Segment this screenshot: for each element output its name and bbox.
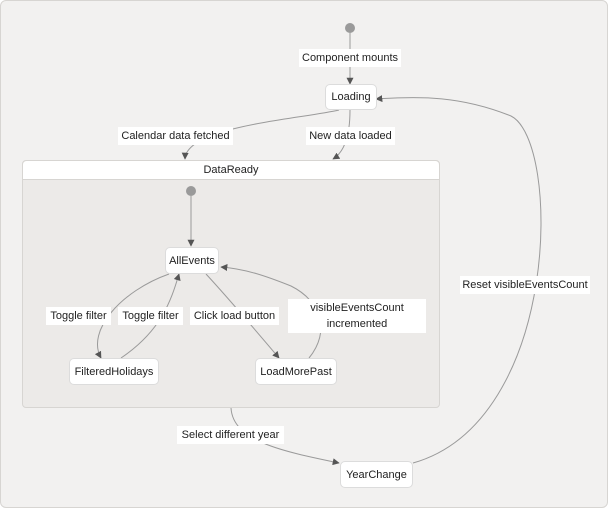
edge-loading-to-dataready — [181, 109, 340, 160]
label-reset-visible-count: Reset visibleEventsCount — [460, 276, 590, 294]
label-click-load-button: Click load button — [190, 307, 279, 325]
state-allevents: AllEvents — [165, 247, 219, 274]
label-calendar-data-fetched: Calendar data fetched — [118, 127, 233, 145]
label-visible-count-incremented: visibleEventsCount incremented — [288, 299, 426, 333]
label-visible-count-line1: visibleEventsCount — [310, 302, 404, 314]
edge-loadmore-to-allevents — [220, 264, 322, 359]
state-loading: Loading — [325, 84, 377, 110]
edge-allevents-to-filtered — [94, 273, 170, 359]
label-component-mounts: Component mounts — [299, 49, 401, 67]
state-yearchange: YearChange — [340, 461, 413, 488]
label-select-different-year: Select different year — [177, 426, 284, 444]
state-filteredholidays: FilteredHolidays — [69, 358, 159, 385]
state-loadmorepast: LoadMorePast — [255, 358, 337, 385]
initial-state-marker — [345, 23, 355, 33]
inner-initial-state-marker — [186, 186, 196, 196]
edge-yearchange-to-loading — [375, 95, 542, 464]
label-toggle-filter-to-holidays: Toggle filter — [46, 307, 111, 325]
label-toggle-filter-to-all: Toggle filter — [118, 307, 183, 325]
label-new-data-loaded: New data loaded — [306, 127, 395, 145]
label-visible-count-line2: incremented — [326, 318, 388, 330]
state-dataready-title: DataReady — [23, 161, 439, 180]
